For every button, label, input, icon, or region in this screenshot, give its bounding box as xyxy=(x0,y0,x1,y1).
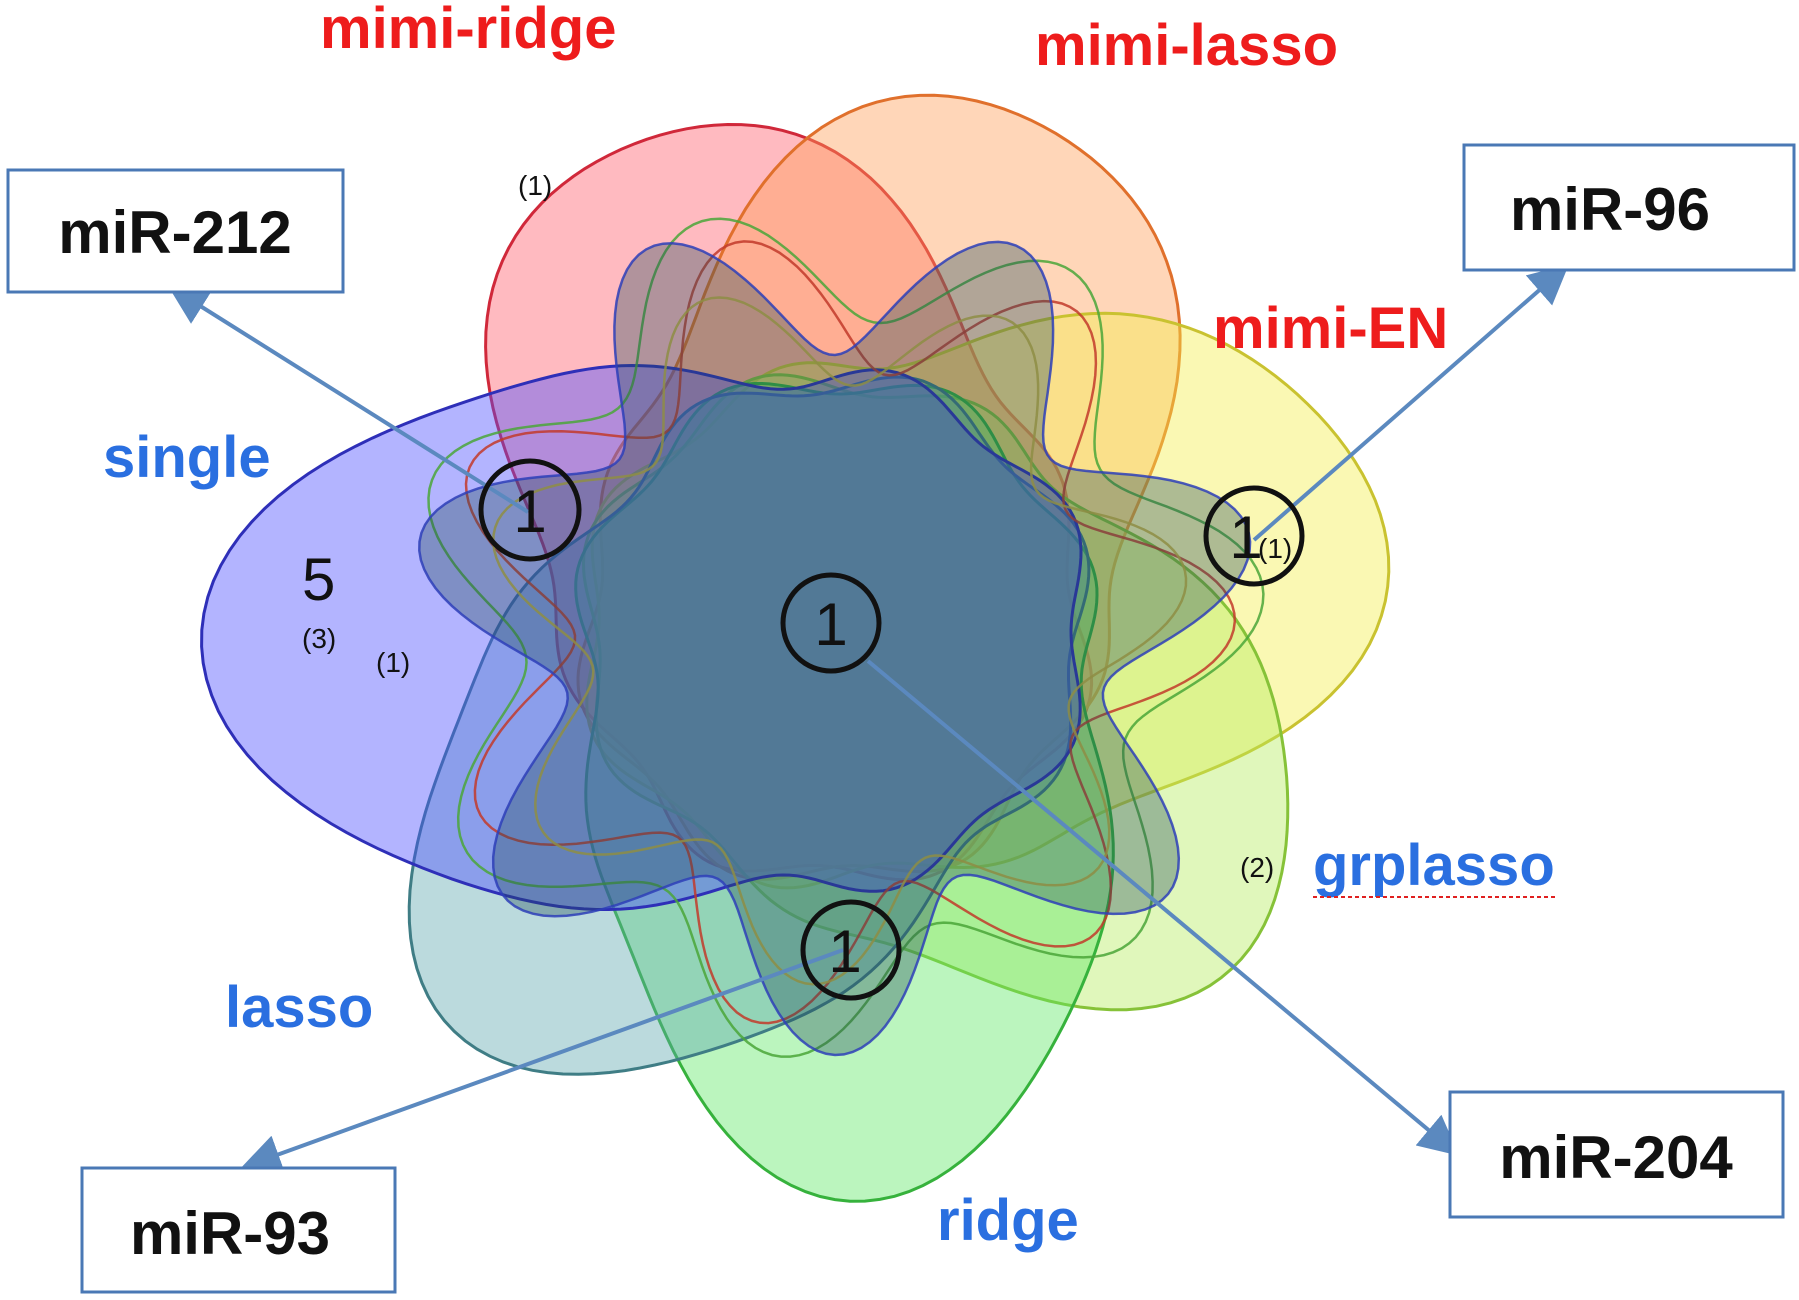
petal-lasso xyxy=(407,375,1091,1076)
circle-left-count: 1 xyxy=(513,478,546,545)
arrow-to-mir-93 xyxy=(240,948,844,1174)
set-petals xyxy=(200,93,1391,1203)
callout-mir-204: miR-204 xyxy=(1448,1090,1785,1219)
inner-outline-2 xyxy=(427,217,1265,1058)
label-mimi-en: mimi-EN xyxy=(1213,296,1448,361)
callout-mir-96-text: miR-96 xyxy=(1510,176,1710,243)
count-top-paren: (1) xyxy=(518,170,552,201)
count-grplasso-paren: (2) xyxy=(1240,852,1274,883)
label-grplasso: grplasso xyxy=(1313,833,1555,898)
arrow-to-mir-212 xyxy=(167,285,530,514)
circle-bottom-region: 1 xyxy=(800,899,902,1001)
label-mimi-ridge: mimi-ridge xyxy=(320,0,617,61)
circle-bottom-count: 1 xyxy=(828,918,861,985)
label-ridge: ridge xyxy=(937,1188,1079,1253)
arrow-to-mir-96 xyxy=(1252,264,1570,542)
callout-mir-96: miR-96 xyxy=(1462,143,1796,272)
callout-mir-212-text: miR-212 xyxy=(58,199,291,266)
inner-outline-1 xyxy=(464,240,1237,1025)
inner-outline-3 xyxy=(492,296,1188,986)
callout-mir-204-text: miR-204 xyxy=(1499,1124,1733,1191)
callout-mir-93-text: miR-93 xyxy=(130,1200,330,1267)
count-left-paren: (1) xyxy=(376,647,410,678)
petal-single xyxy=(200,363,1083,911)
count-single-paren: (3) xyxy=(302,623,336,654)
count-right-paren: (1) xyxy=(1258,533,1292,564)
label-mimi-lasso: mimi-lasso xyxy=(1035,13,1338,78)
callout-mir-93: miR-93 xyxy=(80,1166,397,1294)
circle-right-count: 1 xyxy=(1229,504,1262,571)
petal-mimi-en xyxy=(585,311,1391,890)
inner-wave-outlines xyxy=(418,217,1265,1058)
count-single-only: 5 xyxy=(302,546,335,613)
label-single: single xyxy=(103,425,271,490)
petal-mimi-ridge xyxy=(484,122,1094,882)
petal-mimi-lasso xyxy=(576,93,1182,881)
label-lasso: lasso xyxy=(225,975,373,1040)
callout-mir-212: miR-212 xyxy=(6,168,345,294)
circle-right-region: 1 xyxy=(1203,485,1305,587)
arrow-to-mir-204 xyxy=(866,659,1460,1156)
circle-center-count: 1 xyxy=(814,591,847,658)
circle-center-region: 1 xyxy=(780,572,882,674)
inner-outline-4 xyxy=(418,240,1252,1057)
circle-left-region: 1 xyxy=(478,458,582,562)
